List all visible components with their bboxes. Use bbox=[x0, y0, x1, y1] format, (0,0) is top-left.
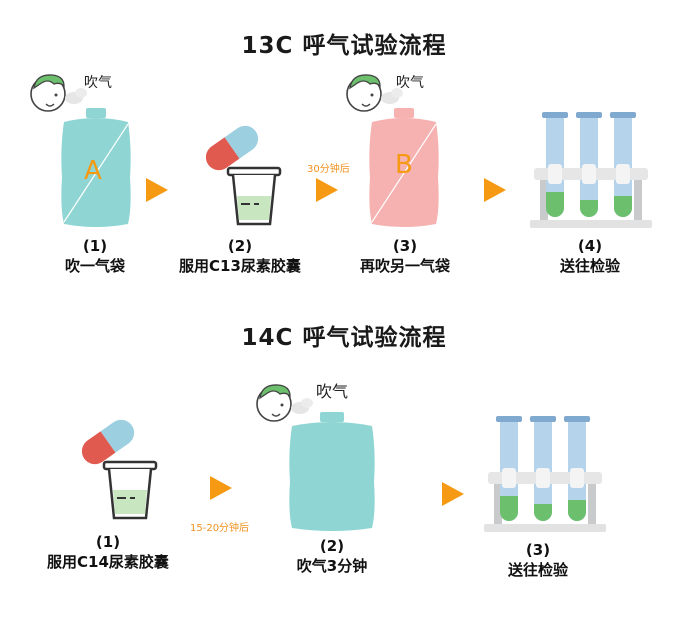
step-number: (3) bbox=[525, 541, 551, 559]
bag-letter-a: A bbox=[84, 156, 102, 186]
wait-note: 30分钟后 bbox=[307, 164, 350, 175]
capsule-icon bbox=[81, 419, 135, 465]
arrow-right-icon bbox=[316, 178, 338, 202]
test-tube-rack-icon bbox=[484, 416, 606, 532]
arrow-right-icon bbox=[210, 476, 232, 500]
face-blowing-icon bbox=[256, 384, 313, 422]
blow-text: 吹气 bbox=[316, 382, 349, 401]
bag-letter-b: B bbox=[395, 150, 413, 180]
title-13c: 13C 呼气试验流程 bbox=[241, 33, 447, 59]
face-blowing-icon bbox=[346, 74, 403, 112]
test-tube-rack-icon bbox=[530, 112, 652, 228]
step-label: 服用C14尿素胶囊 bbox=[47, 553, 169, 571]
blow-text: 吹气 bbox=[84, 75, 112, 91]
arrow-right-icon bbox=[484, 178, 506, 202]
step-label: 吹气3分钟 bbox=[296, 557, 368, 575]
step-number: (4) bbox=[577, 237, 603, 255]
step-label: 送往检验 bbox=[559, 257, 620, 275]
cup-icon bbox=[226, 166, 282, 226]
step-label: 服用C13尿素胶囊 bbox=[179, 257, 301, 275]
step-label: 送往检验 bbox=[507, 561, 568, 579]
capsule-icon bbox=[205, 125, 259, 171]
face-blowing-icon bbox=[30, 74, 87, 112]
cup-icon bbox=[102, 460, 158, 520]
air-bag-icon bbox=[289, 412, 375, 531]
arrow-right-icon bbox=[442, 482, 464, 506]
wait-note: 15-20分钟后 bbox=[190, 523, 250, 534]
step-number: (1) bbox=[95, 533, 121, 551]
air-bag-icon bbox=[369, 108, 439, 227]
step-number: (3) bbox=[392, 237, 418, 255]
air-bag-icon bbox=[61, 108, 131, 227]
step-label: 吹一气袋 bbox=[64, 257, 125, 275]
step-number: (2) bbox=[319, 537, 345, 555]
blow-text: 吹气 bbox=[396, 75, 424, 91]
step-label: 再吹另一气袋 bbox=[359, 257, 450, 275]
title-14c: 14C 呼气试验流程 bbox=[241, 325, 447, 351]
step-number: (1) bbox=[82, 237, 108, 255]
arrow-right-icon bbox=[146, 178, 168, 202]
step-number: (2) bbox=[227, 237, 253, 255]
